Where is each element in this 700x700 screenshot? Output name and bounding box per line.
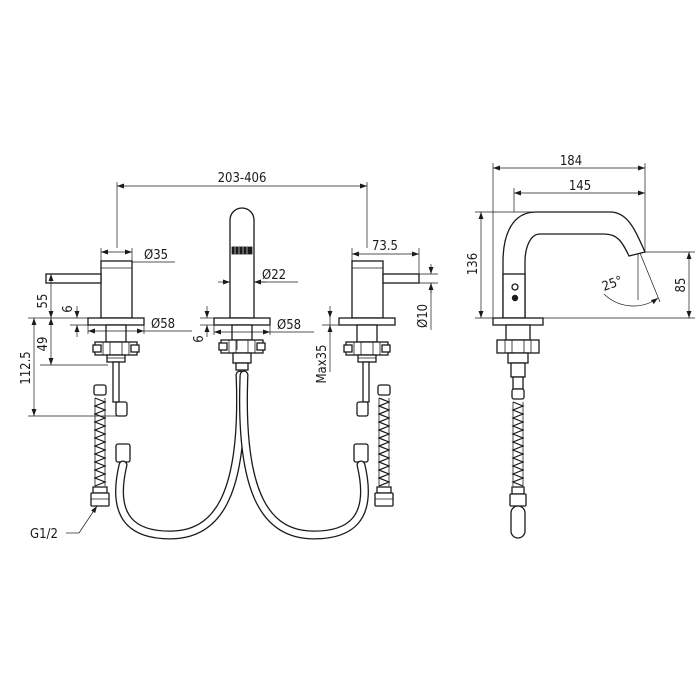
label-height-112-5: 112.5 (19, 351, 34, 384)
dimension-handle-length: 73.5 (351, 239, 420, 275)
dimension-spout-diameter: Ø22 (218, 268, 298, 285)
label-lever-diameter: Ø10 (416, 304, 431, 328)
label-spout-reach: 184 (560, 154, 582, 169)
dimension-base-6-center: 6 (192, 306, 214, 343)
label-handle-diameter: Ø35 (144, 248, 168, 263)
side-mounting-nut (496, 339, 540, 378)
left-mounting-nut (92, 341, 140, 363)
center-mounting-nut (218, 339, 266, 371)
label-spout-reach-inner: 145 (569, 179, 591, 194)
dimension-height-55: 55 (36, 274, 88, 319)
label-height-55: 55 (36, 294, 51, 309)
dimension-height-112-5: 112.5 (19, 317, 118, 417)
label-height-49: 49 (36, 337, 51, 352)
label-base-6-center: 6 (192, 335, 207, 342)
label-spout-height: 136 (466, 253, 481, 275)
dimension-outlet-angle: 25° (600, 252, 661, 307)
label-base-left-diameter: Ø58 (151, 317, 175, 332)
label-base-center-diameter: Ø58 (277, 318, 301, 333)
dimension-spout-reach: 184 (492, 154, 646, 318)
dimension-height-49: 49 (36, 318, 108, 366)
right-mounting-nut (343, 341, 391, 363)
dimension-base-center-diameter: Ø58 (213, 318, 314, 335)
right-handle-valve (338, 260, 420, 417)
dimension-outlet-height: 85 (543, 251, 695, 319)
left-braided-hose (90, 384, 110, 507)
dimension-spout-height: 136 (466, 211, 536, 319)
label-spread: 203-406 (218, 171, 267, 186)
dimension-lever-diameter: Ø10 (416, 264, 438, 330)
dimension-spout-reach-inner: 145 (513, 179, 645, 212)
flexible-connector-hoses (115, 370, 369, 540)
label-spout-diameter: Ø22 (262, 268, 286, 283)
dimension-base-6-left: 6 (61, 305, 88, 337)
label-outlet-height: 85 (674, 278, 689, 293)
dimension-max-35: Max35 (315, 306, 339, 384)
label-thread: G1/2 (30, 527, 58, 542)
dimension-spread: 203-406 (116, 171, 368, 248)
dimension-handle-diameter: Ø35 (100, 248, 175, 263)
spout-side-view (492, 211, 646, 539)
label-outlet-angle: 25° (600, 274, 625, 295)
label-handle-length: 73.5 (372, 239, 398, 254)
dimension-base-left-diameter: Ø58 (87, 317, 192, 334)
center-spout (213, 207, 271, 371)
thread-callout: G1/2 (30, 505, 98, 542)
label-max-35: Max35 (315, 344, 330, 383)
label-base-6-left: 6 (61, 305, 76, 312)
aerator (231, 246, 253, 255)
left-handle-valve (45, 260, 145, 417)
right-braided-hose (374, 384, 394, 507)
